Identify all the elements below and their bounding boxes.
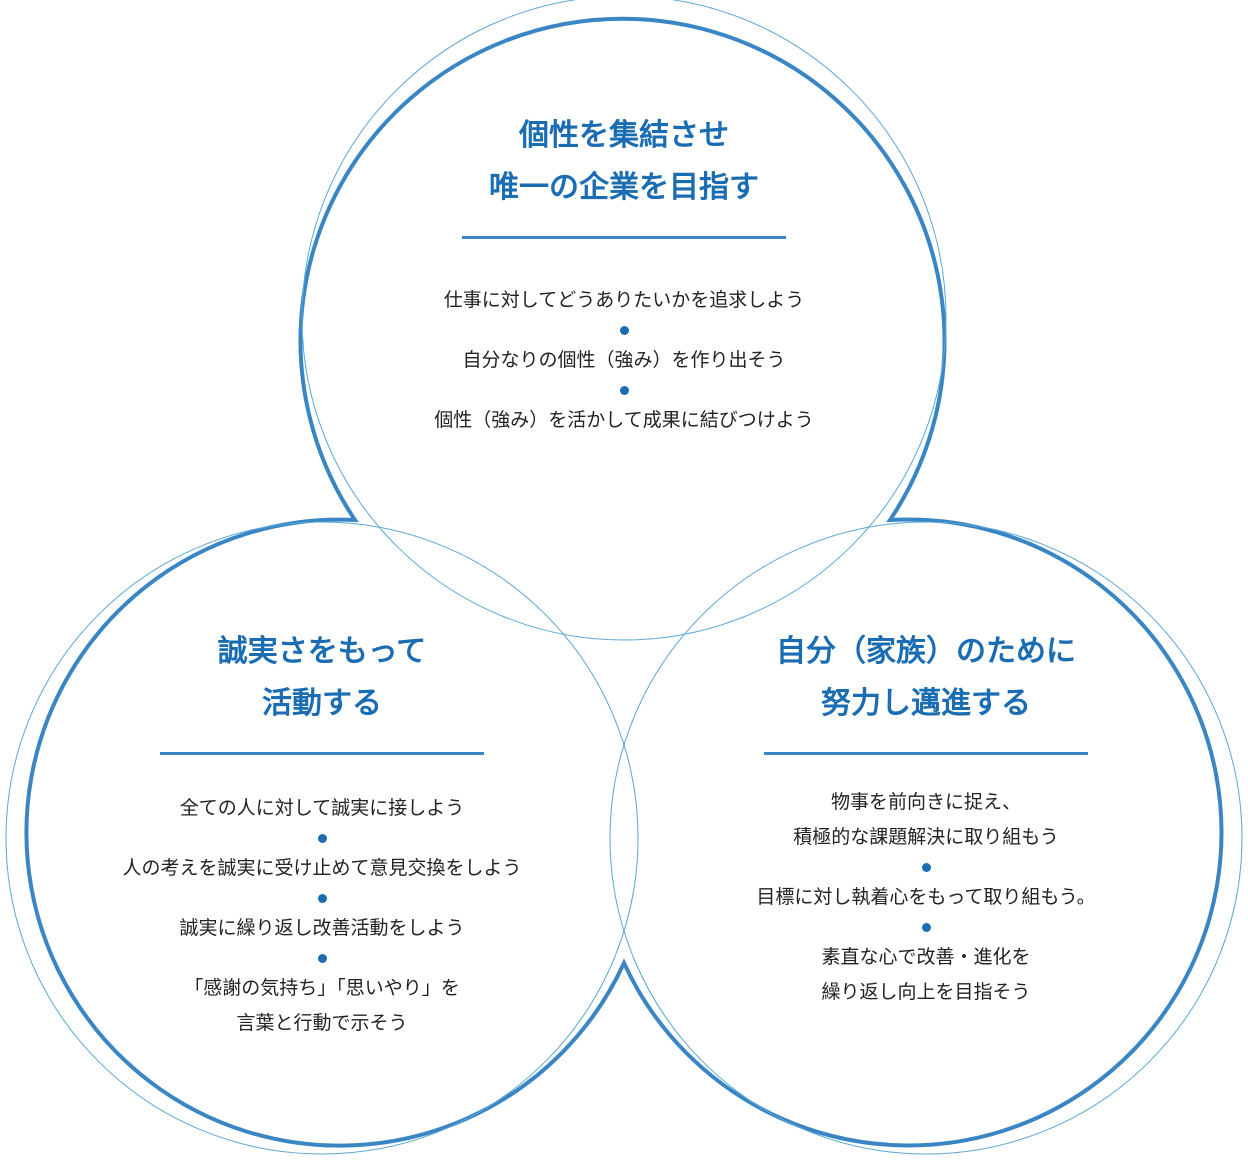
left-items: 全ての人に対して誠実に接しよう 人の考えを誠実に受け止めて意見交換をしよう 誠実…: [62, 791, 582, 1041]
right-items: 物事を前向きに捉え、 積極的な課題解決に取り組もう 目標に対し執着心をもって取り…: [693, 785, 1159, 1010]
bullet-dot: [317, 894, 327, 903]
bullet-dot: [619, 386, 629, 395]
bullet-dot: [921, 863, 931, 872]
right-circle-content: 自分（家族）のために 努力し邁進する 物事を前向きに捉え、 積極的な課題解決に取…: [693, 626, 1159, 1010]
venn-outer-outline: [24, 16, 1224, 1148]
left-item-4-line-1: 「感謝の気持ち」「思いやり」を: [184, 977, 460, 999]
right-circle-title: 自分（家族）のために 努力し邁進する: [693, 626, 1159, 730]
bullet-dot: [619, 326, 629, 335]
top-item-1: 仕事に対してどうありたいかを追求しよう: [443, 289, 805, 311]
left-circle-title: 誠実さをもって 活動する: [62, 626, 582, 730]
right-circle-inner: [609, 521, 1243, 1155]
bullet-dot: [921, 923, 931, 932]
top-items: 仕事に対してどうありたいかを追求しよう 自分なりの個性（強み）を作り出そう 個性…: [404, 283, 844, 438]
top-item-3: 個性（強み）を活かして成果に結びつけよう: [434, 409, 814, 431]
right-item-3-line-2: 繰り返し向上を目指そう: [821, 981, 1031, 1003]
right-title-line-1: 自分（家族）のために: [776, 634, 1076, 669]
top-circle-content: 個性を集結させ 唯一の企業を目指す 仕事に対してどうありたいかを追求しよう 自分…: [404, 110, 844, 438]
top-title-rule: [462, 236, 786, 239]
top-circle-title: 個性を集結させ 唯一の企業を目指す: [404, 110, 844, 214]
bullet-dot: [317, 954, 327, 963]
right-item-2: 目標に対し執着心をもって取り組もう。: [756, 886, 1096, 908]
right-title-rule: [764, 752, 1088, 755]
left-item-1: 全ての人に対して誠実に接しよう: [179, 797, 465, 819]
top-item-2: 自分なりの個性（強み）を作り出そう: [462, 349, 786, 371]
left-title-line-2: 活動する: [262, 686, 382, 721]
top-circle-inner: [301, 0, 947, 641]
right-item-3-line-1: 素直な心で改善・進化を: [821, 946, 1031, 968]
right-title-line-2: 努力し邁進する: [821, 686, 1031, 721]
left-title-rule: [160, 752, 484, 755]
left-item-4-line-2: 言葉と行動で示そう: [236, 1012, 408, 1034]
left-circle-inner: [5, 521, 639, 1155]
top-title-line-2: 唯一の企業を目指す: [489, 170, 759, 205]
left-item-3: 誠実に繰り返し改善活動をしよう: [179, 917, 465, 939]
right-item-1-line-1: 物事を前向きに捉え、: [830, 791, 1021, 813]
right-item-1-line-2: 積極的な課題解決に取り組もう: [793, 826, 1059, 848]
left-item-2: 人の考えを誠実に受け止めて意見交換をしよう: [122, 857, 522, 879]
bullet-dot: [317, 834, 327, 843]
left-circle-content: 誠実さをもって 活動する 全ての人に対して誠実に接しよう 人の考えを誠実に受け止…: [62, 626, 582, 1041]
left-title-line-1: 誠実さをもって: [217, 634, 427, 669]
top-title-line-1: 個性を集結させ: [519, 118, 729, 153]
